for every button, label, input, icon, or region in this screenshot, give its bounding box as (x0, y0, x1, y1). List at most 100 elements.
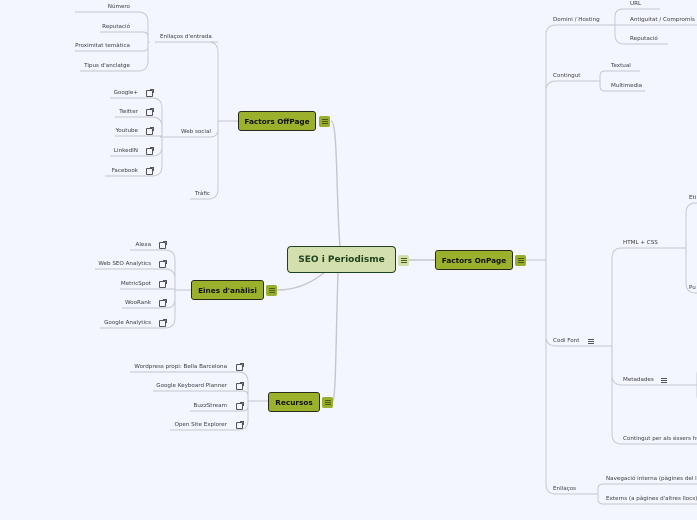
leaf-numero[interactable]: Número (107, 4, 130, 10)
leaf-alexa[interactable]: Alexa (135, 242, 151, 248)
leaf-youtube[interactable]: Youtube (115, 128, 138, 134)
connector (598, 247, 673, 347)
note-icon[interactable] (585, 336, 596, 347)
leaf-google-analytics[interactable]: Google Analytics (104, 320, 151, 326)
leaf-google-keyboard-planner[interactable]: Google Keyboard Planner (156, 383, 227, 389)
external-link-icon[interactable] (159, 299, 167, 307)
connector (598, 345, 697, 445)
connector (155, 41, 238, 122)
connector (590, 493, 697, 505)
topic-recursos[interactable]: Recursos (268, 392, 320, 412)
external-link-icon[interactable] (159, 260, 167, 268)
subtopic-enllacos[interactable]: Enllaços (553, 486, 577, 492)
connector (590, 483, 697, 495)
connector (526, 80, 585, 261)
leaf-metricspot[interactable]: MetricSpot (120, 281, 151, 287)
note-icon[interactable] (658, 375, 669, 386)
connector (105, 136, 175, 177)
subtopic-contingut[interactable]: Contingut (553, 73, 581, 79)
external-link-icon[interactable] (236, 382, 244, 390)
topic-label: Factors OnPage (441, 255, 507, 265)
external-link-icon[interactable] (236, 421, 244, 429)
external-link-icon[interactable] (236, 363, 244, 371)
leaf-pu[interactable]: Pu (689, 285, 696, 291)
topic-factors-offpage[interactable]: Factors OffPage (238, 111, 316, 131)
connector (75, 11, 150, 43)
connector (598, 8, 660, 26)
note-icon[interactable] (398, 255, 409, 266)
external-link-icon[interactable] (146, 127, 154, 135)
external-link-icon[interactable] (159, 241, 167, 249)
connector (673, 202, 697, 249)
connector (526, 259, 598, 347)
leaf-reputacio-domini[interactable]: Reputació (630, 36, 658, 42)
connector (585, 80, 645, 92)
connector (153, 390, 268, 402)
subtopic-trafic[interactable]: Tràfic (195, 191, 210, 197)
connector (330, 120, 341, 247)
leaf-buzzstream[interactable]: BuzzStream (193, 403, 228, 409)
leaf-navegacio-interna[interactable]: Navegació interna (pàgines del lloc) (606, 476, 697, 482)
topic-eines-analisi[interactable]: Eines d'anàlisi (191, 280, 264, 300)
subtopic-metadades[interactable]: Metadades (623, 377, 654, 383)
connector (115, 135, 175, 138)
subtopic-html-css[interactable]: HTML + CSS (623, 240, 658, 246)
leaf-antiguitat[interactable]: Antiguitat / Compromís (630, 17, 695, 23)
leaf-twitter[interactable]: Twitter (119, 109, 138, 115)
external-link-icon[interactable] (159, 280, 167, 288)
connector (130, 371, 268, 402)
central-topic[interactable]: SEO i Periodisme (287, 246, 396, 273)
connector (80, 41, 150, 72)
connector (115, 116, 175, 138)
note-icon[interactable] (515, 255, 526, 266)
connector (332, 272, 339, 402)
topic-label: Recursos (275, 397, 313, 407)
connector (526, 24, 600, 261)
leaf-multimedia[interactable]: Multimedia (611, 83, 643, 89)
leaf-web-seo-analytics[interactable]: Web SEO Analytics (98, 261, 151, 267)
connector (276, 271, 326, 291)
leaf-facebook[interactable]: Facebook (111, 168, 138, 174)
connector (170, 400, 268, 431)
connector (130, 249, 191, 291)
subtopic-codi-font[interactable]: Codi Font (553, 338, 580, 344)
connector (120, 288, 191, 291)
external-link-icon[interactable] (146, 167, 154, 175)
note-icon[interactable] (319, 116, 330, 127)
leaf-woorank[interactable]: WooRank (124, 300, 151, 306)
connector (110, 97, 175, 138)
leaf-externs[interactable]: Externs (a pàgines d'altres llocs) (606, 496, 697, 502)
external-link-icon[interactable] (236, 402, 244, 410)
subtopic-contingut-humans[interactable]: Contingut per als éssers hu (623, 436, 697, 442)
leaf-eti[interactable]: Eti (689, 195, 697, 201)
leaf-proximitat[interactable]: Proximitat temàtica (75, 43, 130, 49)
leaf-reputacio[interactable]: Reputació (102, 24, 130, 30)
external-link-icon[interactable] (159, 319, 167, 327)
leaf-tipus-anclatge[interactable]: Tipus d'anclatge (84, 63, 130, 69)
leaf-open-site-explorer[interactable]: Open Site Explorer (174, 422, 227, 428)
leaf-linkedin[interactable]: LinkedIN (113, 148, 138, 154)
topic-label: Eines d'anàlisi (198, 285, 257, 295)
subtopic-enllacos-entrada[interactable]: Enllaços d'entrada (160, 34, 212, 40)
leaf-wordpress[interactable]: Wordpress propi: Bella Barcelona (134, 364, 227, 370)
note-icon[interactable] (322, 397, 333, 408)
connector (598, 24, 668, 45)
external-link-icon[interactable] (146, 108, 154, 116)
subtopic-domini-hosting[interactable]: Domini / Hosting (553, 17, 600, 23)
connector (526, 259, 590, 495)
note-icon[interactable] (266, 285, 277, 296)
connector (673, 247, 697, 294)
leaf-google-plus[interactable]: Google+ (113, 90, 138, 96)
connector (677, 371, 697, 386)
leaf-textual[interactable]: Textual (611, 63, 631, 69)
subtopic-web-social[interactable]: Web social (181, 129, 211, 135)
topic-factors-onpage[interactable]: Factors OnPage (435, 250, 513, 270)
connector (95, 268, 191, 291)
connector (677, 384, 697, 399)
external-link-icon[interactable] (146, 147, 154, 155)
leaf-url[interactable]: URL (630, 1, 642, 7)
topic-label: Factors OffPage (244, 116, 310, 126)
connector (190, 120, 238, 200)
external-link-icon[interactable] (146, 89, 154, 97)
